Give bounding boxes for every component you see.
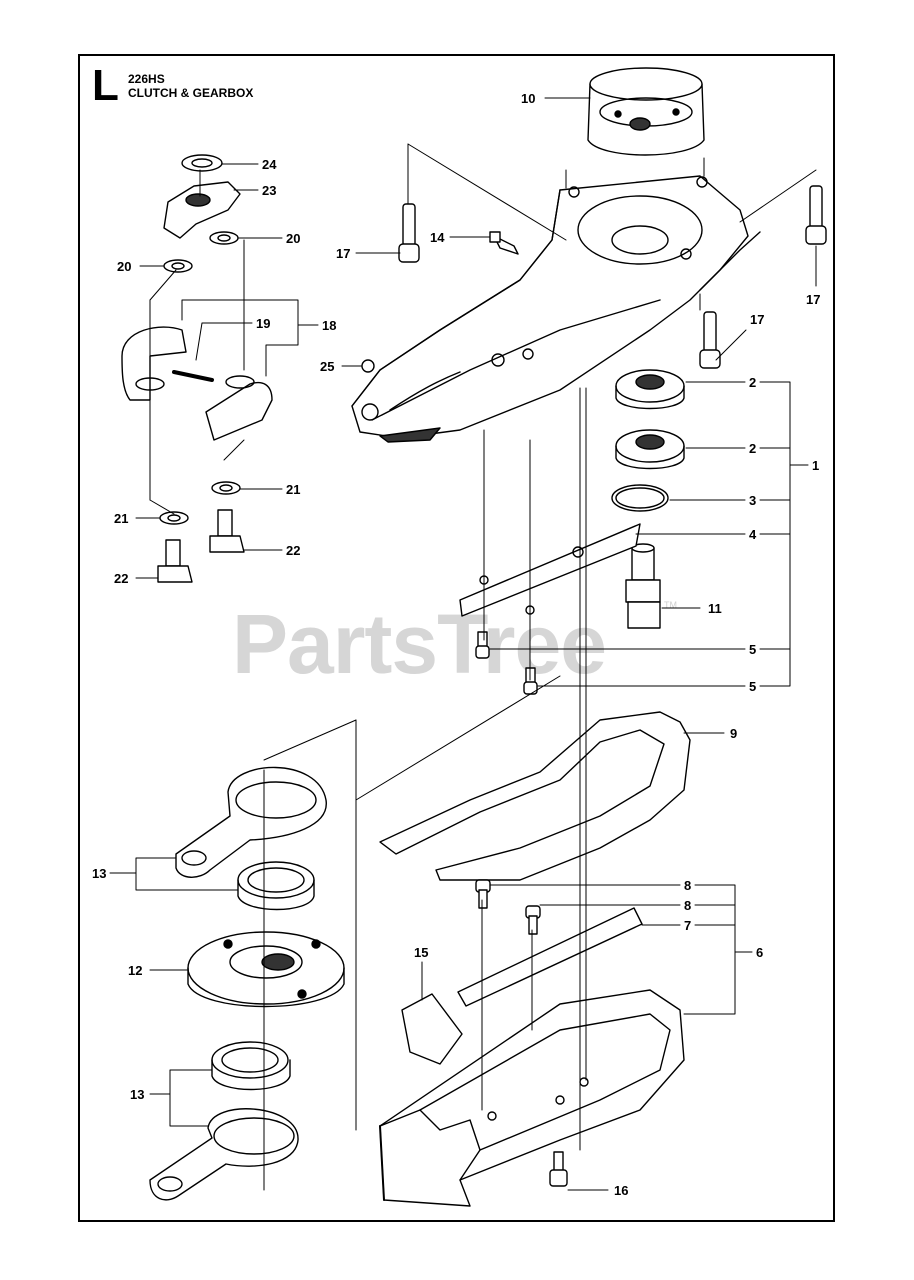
watermark-text: PartsTree xyxy=(232,597,607,691)
part-3-circlip xyxy=(611,484,669,512)
part-8-screws xyxy=(475,879,541,935)
callout-14: 14 xyxy=(430,230,445,245)
callout-7: 7 xyxy=(684,918,691,933)
part-6-gearbox-cover xyxy=(379,989,685,1207)
part-18-19-clutch-shoes xyxy=(121,326,273,441)
callout-6: 6 xyxy=(756,945,763,960)
callout-3: 3 xyxy=(749,493,756,508)
callout-17: 17 xyxy=(750,312,764,327)
callout-4: 4 xyxy=(749,527,757,542)
callout-8: 8 xyxy=(684,898,691,913)
callout-23: 23 xyxy=(262,183,276,198)
part-23-24-20-clutch-hub xyxy=(163,154,241,273)
callout-20: 20 xyxy=(286,231,300,246)
callout-labels: 10 24 23 20 20 17 14 17 17 19 18 25 2 2 … xyxy=(92,91,820,1198)
callout-21: 21 xyxy=(114,511,128,526)
part-16-screw xyxy=(549,1151,568,1187)
callout-24: 24 xyxy=(262,157,277,172)
section-letter: L xyxy=(92,61,119,110)
callout-2: 2 xyxy=(749,375,756,390)
callout-17: 17 xyxy=(336,246,350,261)
part-14-grease-nipple xyxy=(489,231,519,255)
part-10-clutch-drum xyxy=(587,67,705,156)
callout-25: 25 xyxy=(320,359,334,374)
callout-1: 1 xyxy=(812,458,819,473)
callout-5: 5 xyxy=(749,642,756,657)
callout-9: 9 xyxy=(730,726,737,741)
callout-2: 2 xyxy=(749,441,756,456)
part-7-gasket xyxy=(457,907,643,1007)
callout-11: 11 xyxy=(708,601,722,616)
callout-20: 20 xyxy=(117,259,131,274)
part-13-bracket-lower xyxy=(149,1041,299,1201)
part-21-22-washers-bolts xyxy=(157,481,245,583)
diagram-frame xyxy=(78,54,835,1222)
part-5-screws xyxy=(475,631,538,695)
part-17-screws xyxy=(398,185,827,369)
callout-17: 17 xyxy=(806,292,820,307)
part-1-gearbox-housing xyxy=(351,175,761,443)
callout-16: 16 xyxy=(614,1183,628,1198)
callout-15: 15 xyxy=(414,945,428,960)
callout-13: 13 xyxy=(130,1087,144,1102)
callout-13: 13 xyxy=(92,866,106,881)
callout-22: 22 xyxy=(114,571,128,586)
part-13-bracket-upper xyxy=(175,766,327,911)
callout-5: 5 xyxy=(749,679,756,694)
part-25-nut xyxy=(361,359,375,373)
callout-21: 21 xyxy=(286,482,300,497)
part-15-block xyxy=(401,993,463,1065)
watermark-trademark: TM xyxy=(664,600,677,610)
callout-19: 19 xyxy=(256,316,270,331)
callout-8: 8 xyxy=(684,878,691,893)
part-12-flange xyxy=(187,931,345,1008)
model-number: 226HS xyxy=(128,72,165,86)
part-9-gasket xyxy=(379,711,691,881)
part-2-bearings xyxy=(615,369,685,470)
part-4-gasket xyxy=(459,523,641,617)
callout-18: 18 xyxy=(322,318,336,333)
section-title: CLUTCH & GEARBOX xyxy=(128,86,254,100)
part-11-shaft xyxy=(625,543,661,629)
callout-22: 22 xyxy=(286,543,300,558)
assembly-lines xyxy=(149,143,817,1191)
callout-12: 12 xyxy=(128,963,142,978)
callout-10: 10 xyxy=(521,91,535,106)
leader-lines xyxy=(109,97,817,1191)
